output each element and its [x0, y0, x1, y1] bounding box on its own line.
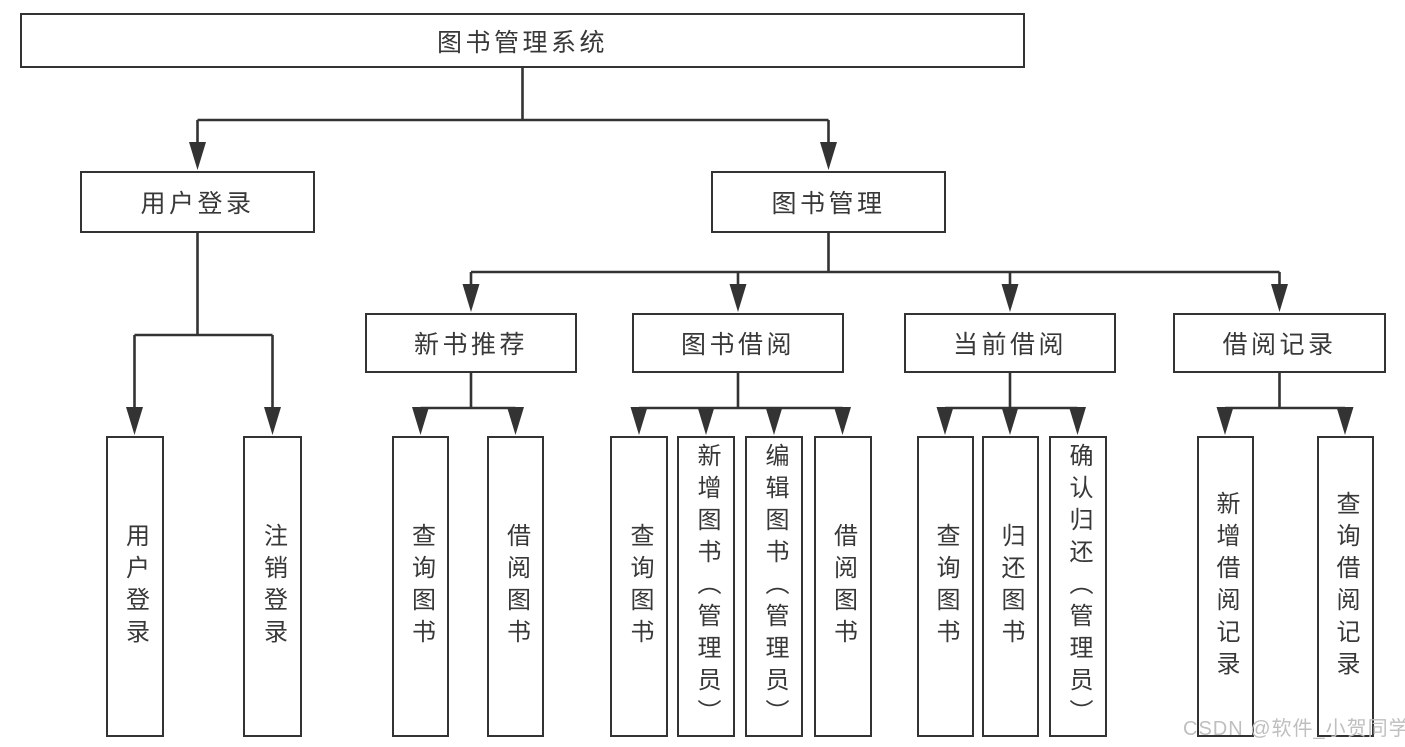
- node-label: 新增图书（管理员）: [693, 442, 720, 731]
- node-label: 编辑图书（管理员）: [761, 442, 788, 731]
- leaf-edit-book-admin: 编辑图书（管理员）: [745, 436, 803, 737]
- node-label: 查询图书: [932, 522, 959, 651]
- node-current-borrowing: 当前借阅: [904, 313, 1116, 373]
- node-label: 图书管理: [771, 190, 886, 218]
- leaf-add-borrow-record: 新增借阅记录: [1196, 436, 1254, 737]
- node-library-management-system: 图书管理系统: [20, 13, 1025, 68]
- leaf-return-book: 归还图书: [981, 436, 1039, 737]
- node-label: 图书借阅: [680, 331, 795, 359]
- node-book-management: 图书管理: [711, 171, 946, 233]
- node-label: 新书推荐: [413, 331, 528, 359]
- node-label: 查询借阅记录: [1332, 490, 1359, 683]
- leaf-query-borrow-record: 查询借阅记录: [1316, 436, 1374, 737]
- leaf-borrow-book: 借阅图书: [813, 436, 872, 737]
- node-label: 当前借阅: [952, 331, 1067, 359]
- node-label: 借阅图书: [502, 522, 530, 651]
- watermark: CSDN @软件_小贺同学: [1183, 718, 1405, 740]
- node-label: 注销登录: [259, 522, 287, 651]
- node-label: 借阅记录: [1222, 331, 1337, 359]
- node-new-book-recommend: 新书推荐: [365, 313, 577, 373]
- leaf-query-books-borrowing: 查询图书: [610, 436, 668, 737]
- node-label: 图书管理系统: [436, 28, 608, 57]
- node-label: 归还图书: [997, 522, 1024, 651]
- node-label: 确认归还（管理员）: [1065, 442, 1092, 731]
- node-label: 查询图书: [626, 522, 653, 651]
- node-book-borrowing: 图书借阅: [632, 313, 844, 373]
- leaf-query-books-recommend: 查询图书: [392, 436, 449, 737]
- node-label: 查询图书: [407, 522, 435, 651]
- leaf-add-book-admin: 新增图书（管理员）: [677, 436, 735, 737]
- leaf-query-books-current: 查询图书: [916, 436, 974, 737]
- node-label: 用户登录: [121, 522, 149, 651]
- leaf-user-login: 用户登录: [105, 436, 164, 737]
- leaf-borrow-books-recommend: 借阅图书: [487, 436, 544, 737]
- leaf-confirm-return-admin: 确认归还（管理员）: [1049, 436, 1107, 737]
- leaf-logout: 注销登录: [243, 436, 302, 737]
- node-user-login: 用户登录: [80, 171, 315, 233]
- node-label: 新增借阅记录: [1212, 490, 1239, 683]
- node-label: 借阅图书: [829, 522, 857, 651]
- node-label: 用户登录: [140, 190, 255, 218]
- node-borrowing-records: 借阅记录: [1173, 313, 1386, 373]
